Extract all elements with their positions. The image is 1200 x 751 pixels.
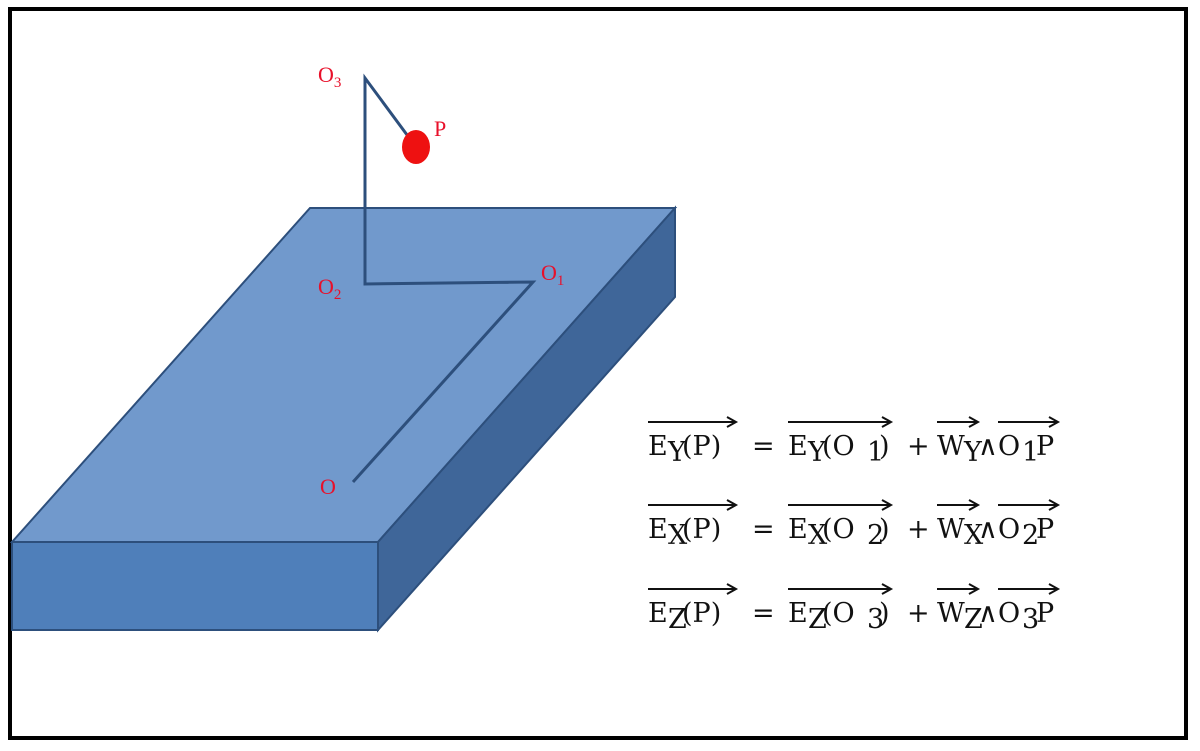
equation-1-o-sub: 1 bbox=[1022, 437, 1039, 468]
equation-3-lhs-arg: (P) bbox=[682, 598, 721, 629]
equation-2-rhs-arg-open: (O bbox=[822, 514, 855, 545]
equation-3-rhs-arg-open: (O bbox=[822, 598, 855, 629]
equation-1-w: W bbox=[937, 431, 965, 462]
equation-1-p: P bbox=[1036, 431, 1054, 462]
equation-2-o-sub: 2 bbox=[1022, 520, 1039, 551]
equation-2-rhs-arg-sub: 2 bbox=[867, 520, 884, 551]
equation-1-lhs-vector-bar-arrowhead bbox=[726, 416, 739, 428]
equation-3-lhs-e: E bbox=[648, 598, 668, 629]
equation-3-rhs-e: E bbox=[788, 598, 808, 629]
equation-1-lhs-sub: Y bbox=[667, 437, 687, 468]
label-o: O bbox=[320, 474, 336, 499]
equation-1-wedge: ∧ bbox=[978, 431, 998, 462]
equation-1-rhs-arg-sub: 1 bbox=[867, 437, 884, 468]
equation-1-o: O bbox=[998, 431, 1020, 462]
equation-3-rhs-arg-close: ) bbox=[879, 598, 890, 629]
equation-1-rhs-e: E bbox=[788, 431, 808, 462]
equation-1-rhs-sub: Y bbox=[807, 437, 827, 468]
plate-front-face bbox=[11, 541, 379, 631]
equation-1-lhs-arg: (P) bbox=[682, 431, 721, 462]
equation-1-w-vector-bar-arrowhead bbox=[968, 416, 981, 428]
equation-3-w-sub: Z bbox=[964, 604, 983, 635]
equation-2-w-vector-bar-arrowhead bbox=[968, 499, 981, 511]
equation-3-w: W bbox=[937, 598, 965, 629]
equation-3-equals: = bbox=[752, 598, 775, 629]
equation-2-wedge: ∧ bbox=[978, 514, 998, 545]
equation-2-o-p-vector-bar-arrowhead bbox=[1048, 499, 1061, 511]
equation-2-rhs-arg-close: ) bbox=[879, 514, 890, 545]
equation-2-lhs-e: E bbox=[648, 514, 668, 545]
point-p-marker bbox=[402, 130, 430, 164]
equation-2-equals: = bbox=[752, 514, 775, 545]
equation-3-o-p-vector-bar-arrowhead bbox=[1048, 583, 1061, 595]
equation-3-wedge: ∧ bbox=[978, 598, 998, 629]
equation-2-w: W bbox=[937, 514, 965, 545]
equation-3-w-vector-bar-arrowhead bbox=[968, 583, 981, 595]
equation-1-w-sub: Y bbox=[963, 437, 983, 468]
equation-1-equals: = bbox=[752, 431, 775, 462]
kinematic-chain bbox=[351, 73, 537, 484]
equation-1-rhs-vector-bar-arrowhead bbox=[881, 416, 894, 428]
base-plate bbox=[9, 205, 678, 633]
equation-2-rhs-sub: X bbox=[808, 520, 828, 551]
equation-3-lhs-sub: Z bbox=[668, 604, 687, 635]
equation-3-lhs-vector-bar-arrowhead bbox=[726, 583, 739, 595]
equation-2-lhs-sub: X bbox=[668, 520, 688, 551]
equation-3-o: O bbox=[998, 598, 1020, 629]
equation-2-w-sub: X bbox=[964, 520, 984, 551]
equation-2-plus: + bbox=[907, 514, 930, 545]
equation-2-lhs-arg: (P) bbox=[682, 514, 721, 545]
equation-3-plus: + bbox=[907, 598, 930, 629]
equation-1-rhs-arg-open: (O bbox=[822, 431, 855, 462]
equation-2-lhs-vector-bar-arrowhead bbox=[726, 499, 739, 511]
label-o3: O3 bbox=[318, 62, 341, 91]
equation-2-rhs-e: E bbox=[788, 514, 808, 545]
equation-3-p: P bbox=[1036, 598, 1054, 629]
equation-2-o: O bbox=[998, 514, 1020, 545]
equation-3-rhs-arg-sub: 3 bbox=[867, 604, 884, 635]
equation-2-rhs-vector-bar-arrowhead bbox=[881, 499, 894, 511]
equation-2-p: P bbox=[1036, 514, 1054, 545]
equation-3-rhs-sub: Z bbox=[808, 604, 827, 635]
equation-1-lhs-e: E bbox=[648, 431, 668, 462]
equation-1-plus: + bbox=[907, 431, 930, 462]
equation-1-rhs-arg-close: ) bbox=[879, 431, 890, 462]
equation-3-o-sub: 3 bbox=[1022, 604, 1039, 635]
equation-3-rhs-vector-bar-arrowhead bbox=[881, 583, 894, 595]
equation-1-o-p-vector-bar-arrowhead bbox=[1048, 416, 1061, 428]
label-p: P bbox=[434, 116, 446, 141]
